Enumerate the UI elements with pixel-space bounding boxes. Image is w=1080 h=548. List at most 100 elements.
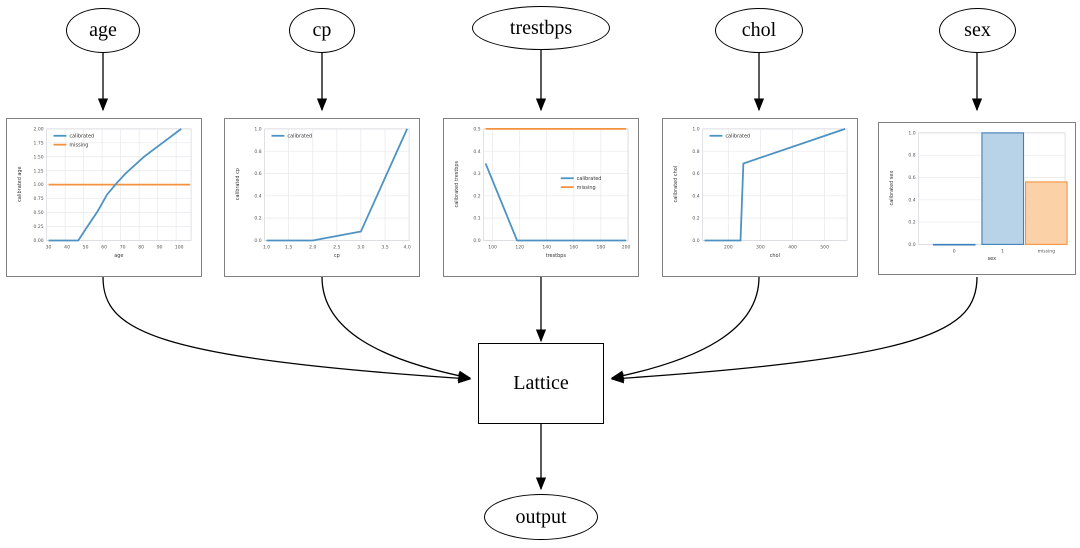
node-lattice-label: Lattice	[513, 372, 569, 394]
svg-text:1.75: 1.75	[34, 140, 44, 146]
svg-text:200: 200	[724, 244, 733, 250]
svg-text:0.8: 0.8	[254, 149, 261, 155]
svg-text:1.5: 1.5	[285, 244, 292, 250]
legend-cp: calibrated	[271, 134, 312, 140]
bar-sex-missing	[1024, 181, 1068, 245]
svg-text:80: 80	[138, 244, 144, 250]
bar-sex-1	[981, 132, 1025, 245]
svg-text:1.00: 1.00	[34, 182, 44, 188]
node-age-label: age	[89, 19, 117, 41]
svg-text:2.0: 2.0	[309, 244, 316, 250]
calibration-plot-sex[interactable]: 0.0 0.2 0.4 0.6 0.8 1.0 0 1 missing sex …	[878, 122, 1076, 275]
calibration-plot-trestbps[interactable]: 0.0 0.1 0.2 0.3 0.4 0.5 100 120 140 160 …	[443, 118, 639, 277]
xlabel-chol: chol	[770, 253, 780, 259]
xlabel-cp: cp	[334, 253, 340, 259]
node-cp[interactable]: cp	[289, 8, 355, 53]
bar-sex-0	[932, 243, 976, 246]
svg-text:100: 100	[488, 244, 497, 250]
svg-text:1.0: 1.0	[692, 126, 699, 132]
node-output[interactable]: output	[484, 494, 598, 540]
edge-cpplot-to-lattice	[321, 276, 472, 381]
svg-text:0.8: 0.8	[908, 153, 915, 159]
series-calibrated-trestbps	[484, 163, 627, 242]
node-sex[interactable]: sex	[939, 8, 1016, 53]
svg-text:180: 180	[597, 244, 606, 250]
svg-text:3.5: 3.5	[381, 244, 388, 250]
legend-age: calibrated missing	[53, 134, 94, 148]
svg-text:0.3: 0.3	[473, 171, 480, 177]
svg-text:1.0: 1.0	[263, 244, 270, 250]
svg-text:0.6: 0.6	[692, 171, 699, 177]
ylabel-chol: calibrated chol	[673, 166, 679, 203]
svg-text:400: 400	[788, 244, 797, 250]
node-age[interactable]: age	[66, 8, 140, 53]
svg-text:calibrated: calibrated	[287, 134, 312, 140]
calibration-plot-age[interactable]: 0.00 0.25 0.50 0.75 1.00 1.25 1.50 1.75 …	[6, 118, 202, 277]
svg-text:30: 30	[46, 244, 52, 250]
svg-text:0.8: 0.8	[692, 149, 699, 155]
edge-ageplot-to-lattice	[102, 276, 472, 384]
svg-text:1.50: 1.50	[34, 154, 44, 160]
svg-text:40: 40	[64, 244, 70, 250]
node-chol-label: chol	[741, 19, 777, 41]
ylabel-trestbps: calibrated trestbps	[454, 160, 460, 207]
svg-text:missing: missing	[69, 142, 88, 148]
legend-trestbps: calibrated missing	[560, 176, 602, 191]
edge-cholplot-to-lattice	[610, 276, 760, 381]
svg-text:0.0: 0.0	[473, 238, 480, 244]
svg-text:0.2: 0.2	[908, 220, 915, 226]
svg-text:1.0: 1.0	[254, 126, 261, 132]
svg-text:140: 140	[542, 244, 551, 250]
svg-text:1.0: 1.0	[908, 130, 915, 136]
node-cp-label: cp	[312, 19, 332, 41]
svg-text:2.5: 2.5	[333, 244, 340, 250]
svg-text:0.6: 0.6	[908, 175, 915, 181]
node-output-label: output	[515, 505, 567, 528]
series-calibrated-age	[48, 128, 182, 242]
svg-text:160: 160	[570, 244, 579, 250]
ylabel-cp: calibrated cp	[235, 168, 241, 200]
svg-text:0.00: 0.00	[34, 238, 44, 244]
node-chol[interactable]: chol	[715, 8, 803, 53]
svg-text:0.5: 0.5	[473, 126, 480, 132]
svg-text:missing: missing	[577, 185, 596, 191]
series-calibrated-chol	[704, 128, 846, 242]
svg-text:0.1: 0.1	[473, 216, 480, 222]
xlabel-sex: sex	[988, 256, 997, 262]
edge-sexplot-to-lattice	[610, 276, 978, 384]
svg-text:calibrated: calibrated	[69, 134, 94, 140]
xlabel-trestbps: trestbps	[546, 253, 567, 259]
svg-text:calibrated: calibrated	[577, 176, 602, 182]
svg-text:60: 60	[101, 244, 107, 250]
svg-text:0.2: 0.2	[473, 193, 480, 199]
xlabel-age: age	[114, 253, 123, 259]
node-lattice[interactable]: Lattice	[478, 343, 604, 424]
svg-text:1.25: 1.25	[34, 168, 44, 174]
svg-text:90: 90	[157, 244, 163, 250]
svg-text:1: 1	[1001, 248, 1004, 254]
node-trestbps[interactable]: trestbps	[472, 6, 610, 50]
svg-text:0.25: 0.25	[34, 224, 44, 230]
calibration-plot-cp[interactable]: 0.0 0.2 0.4 0.6 0.8 1.0 1.0 1.5 2.0 2.5 …	[224, 118, 420, 277]
legend-chol: calibrated	[709, 134, 750, 140]
ylabel-age: calibrated age	[17, 166, 23, 202]
svg-text:missing: missing	[1038, 248, 1056, 254]
svg-text:0.0: 0.0	[254, 238, 261, 244]
svg-text:0.2: 0.2	[254, 216, 261, 222]
svg-text:0.2: 0.2	[692, 216, 699, 222]
svg-text:0.4: 0.4	[908, 197, 915, 203]
svg-text:50: 50	[83, 244, 89, 250]
svg-text:500: 500	[820, 244, 829, 250]
svg-text:0.6: 0.6	[254, 171, 261, 177]
svg-text:3.0: 3.0	[357, 244, 364, 250]
calibration-plot-chol[interactable]: 0.0 0.2 0.4 0.6 0.8 1.0 200 300 400 500 …	[662, 118, 858, 277]
svg-text:0.4: 0.4	[692, 193, 699, 199]
svg-text:0: 0	[953, 248, 956, 254]
svg-text:0.75: 0.75	[34, 196, 44, 202]
node-trestbps-label: trestbps	[509, 16, 573, 39]
svg-text:calibrated: calibrated	[725, 134, 750, 140]
node-sex-label: sex	[964, 19, 991, 41]
svg-text:100: 100	[175, 244, 184, 250]
svg-text:0.4: 0.4	[473, 149, 480, 155]
